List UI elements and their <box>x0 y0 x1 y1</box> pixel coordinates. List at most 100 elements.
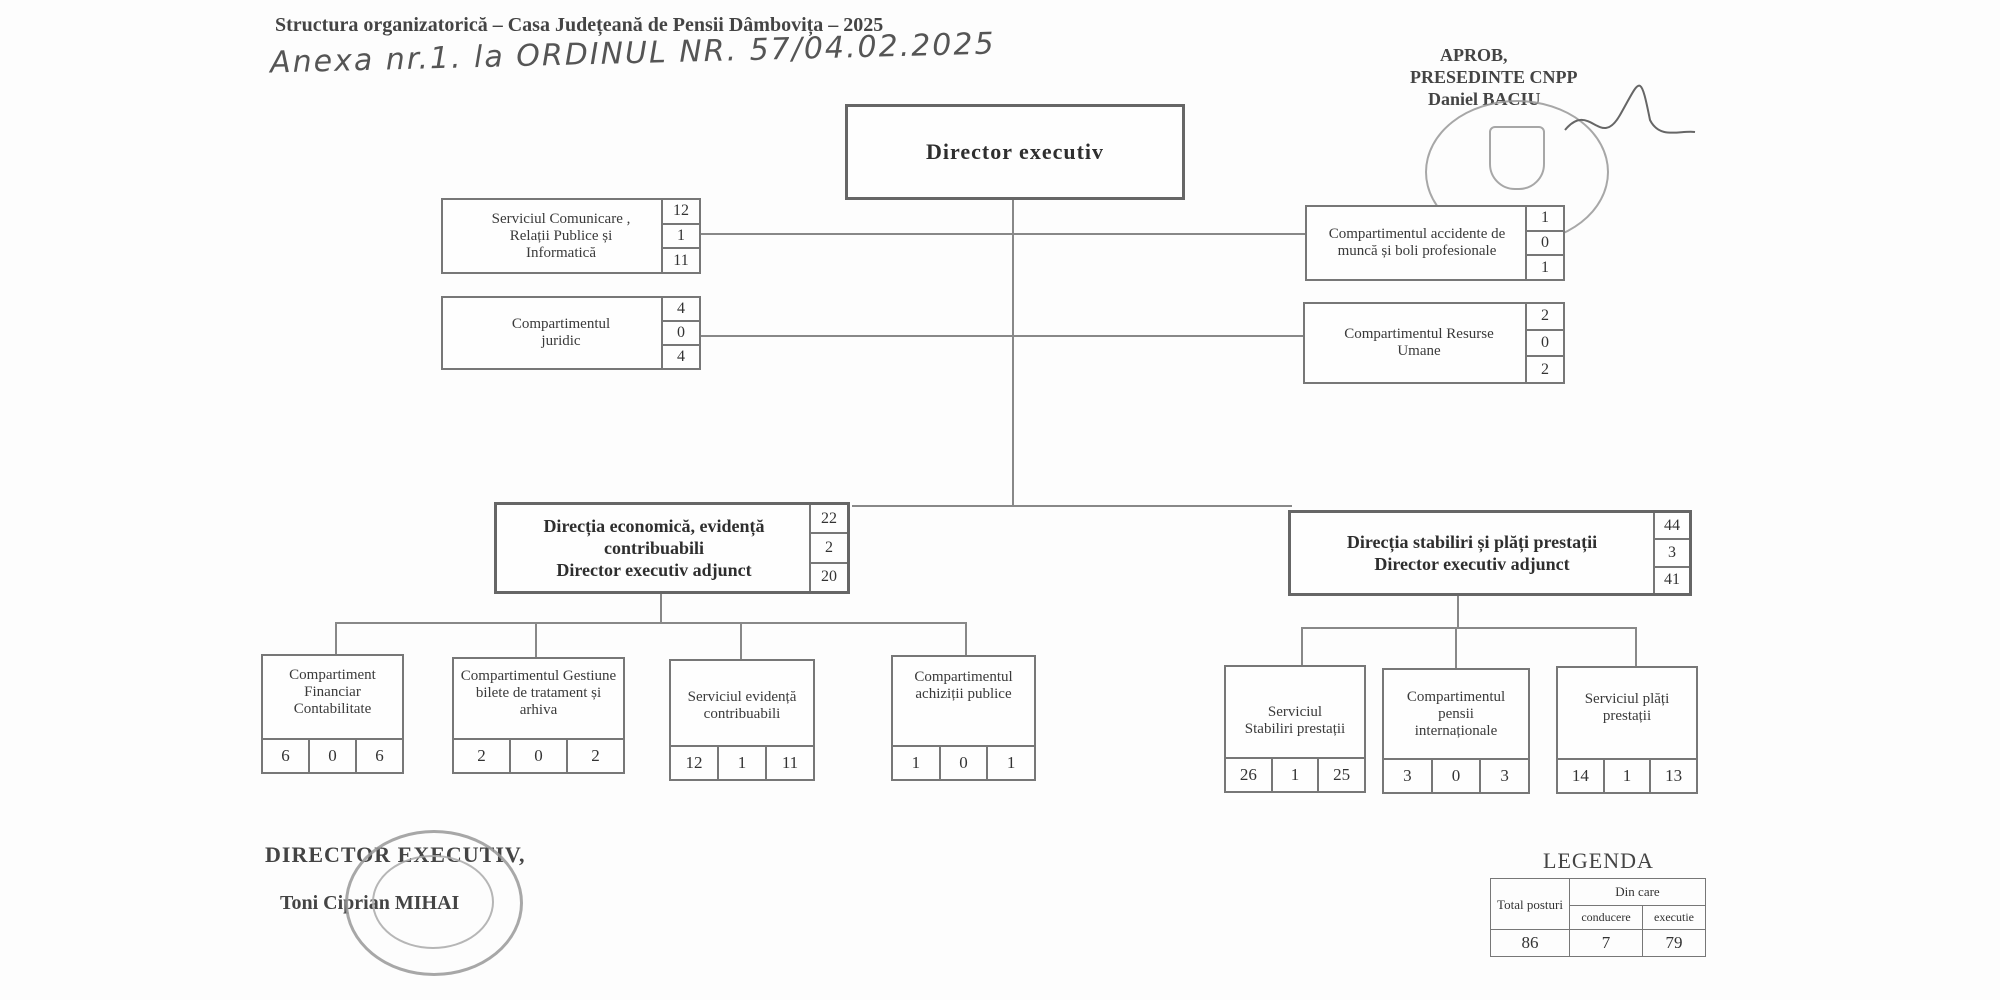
directia-economica-label: Direcția economică, evidență contribuabi… <box>505 505 803 591</box>
connector-econ-child-2 <box>535 622 537 657</box>
compartimentul-gestiune-box: Compartimentul Gestiune bilete de tratam… <box>452 657 625 774</box>
legend-of-which: Din care <box>1569 878 1706 906</box>
director-executiv-box: Director executiv <box>845 104 1185 200</box>
directia-economica-line1: Direcția economică, evidență <box>543 516 765 536</box>
compartimentul-pensii-counts: 3 0 3 <box>1384 758 1528 792</box>
count-lead: 3 <box>1655 540 1689 568</box>
compartimentul-accidente-label: Compartimentul accidente de muncă și bol… <box>1328 226 1506 259</box>
connector-stab-child-3 <box>1635 627 1637 666</box>
compartimentul-achizitii-box: Compartimentul achiziții publice 1 0 1 <box>891 655 1036 781</box>
count-lead: 1 <box>663 225 699 250</box>
signature-scribble <box>1564 84 1696 134</box>
count-exec: 1 <box>1006 753 1016 772</box>
serviciul-plati-box: Serviciul plăți prestații 14 1 13 <box>1556 666 1698 794</box>
compartiment-financiar-label: Compartiment Financiar Contabilitate <box>289 666 376 717</box>
serviciul-evidenta-counts: 12 1 11 <box>671 745 813 779</box>
cjp-dambovita-stamp <box>345 830 523 976</box>
count-exec: 3 <box>1500 766 1509 785</box>
count-lead: 0 <box>663 322 699 346</box>
count-total: 2 <box>1527 304 1563 331</box>
approval-line1: APROB, <box>1440 45 1508 65</box>
serviciul-evidenta-label: Serviciul evidență contribuabili <box>687 689 797 722</box>
count-lead: 0 <box>310 740 357 772</box>
count-lead: 1 <box>1605 760 1652 792</box>
count-total: 6 <box>263 740 310 772</box>
serviciul-comunicare-box: Serviciul Comunicare , Relații Publice ș… <box>441 198 701 274</box>
count-total: 4 <box>663 298 699 322</box>
connector-staff-top <box>700 233 1305 235</box>
count-total: 2 <box>454 740 511 772</box>
compartimentul-achizitii-label: Compartimentul achiziții publice <box>914 669 1013 702</box>
count-total: 1 <box>893 747 941 779</box>
serviciul-comunicare-counts: 12 1 11 <box>661 200 699 272</box>
count-total: 12 <box>671 747 719 779</box>
directia-economica-line2: contribuabili <box>603 538 705 558</box>
count-lead: 1 <box>719 747 767 779</box>
connector-econ-child-1 <box>335 622 337 654</box>
serviciul-plati-label: Serviciul plăți prestații <box>1584 691 1670 724</box>
compartimentul-juridic-box: Compartimentul juridic 4 0 4 <box>441 296 701 370</box>
directia-economica-counts: 22 2 20 <box>809 505 847 591</box>
connector-economica-down <box>660 594 662 624</box>
count-lead: 0 <box>511 740 568 772</box>
count-total: 22 <box>811 505 847 535</box>
compartimentul-accidente-counts: 1 0 1 <box>1525 207 1563 279</box>
count-exec: 1 <box>1541 258 1549 276</box>
compartimentul-gestiune-counts: 2 0 2 <box>454 738 623 772</box>
count-exec: 4 <box>677 348 685 365</box>
count-lead: 0 <box>941 747 989 779</box>
compartimentul-pensii-box: Compartimentul pensii internaționale 3 0… <box>1382 668 1530 794</box>
legend-exec-value: 79 <box>1642 929 1706 957</box>
compartiment-financiar-counts: 6 0 6 <box>263 738 402 772</box>
directia-stabiliri-line2: Director executiv adjunct <box>1374 554 1570 574</box>
count-exec: 20 <box>821 568 837 586</box>
connector-directions <box>852 505 1292 507</box>
count-lead: 0 <box>1433 760 1482 792</box>
compartimentul-resurse-umane-counts: 2 0 2 <box>1525 304 1563 382</box>
connector-stab-child-2 <box>1455 627 1457 668</box>
count-lead: 2 <box>811 534 847 564</box>
connector-economica-horizontal <box>335 622 967 624</box>
compartimentul-pensii-label: Compartimentul pensii internaționale <box>1406 688 1506 739</box>
connector-stabiliri-horizontal <box>1301 627 1637 629</box>
count-total: 14 <box>1558 760 1605 792</box>
count-exec: 13 <box>1665 766 1683 785</box>
serviciul-plati-counts: 14 1 13 <box>1558 758 1696 792</box>
count-total: 1 <box>1527 207 1563 232</box>
connector-econ-child-3 <box>740 622 742 659</box>
count-exec: 11 <box>781 753 799 772</box>
serviciul-stabiliri-box: Serviciul Stabiliri prestații 26 1 25 <box>1224 665 1366 793</box>
legend-title: LEGENDA <box>1543 848 1654 873</box>
approval-line2: PRESEDINTE CNPP <box>1410 67 1578 87</box>
legend-total-value: 86 <box>1490 929 1570 957</box>
serviciul-evidenta-box: Serviciul evidență contribuabili 12 1 11 <box>669 659 815 781</box>
legend-lead-label: conducere <box>1569 905 1643 930</box>
connector-econ-child-4 <box>965 622 967 655</box>
directia-economica-line3: Director executiv adjunct <box>556 560 752 580</box>
count-total: 26 <box>1226 759 1273 791</box>
connector-main-vertical <box>1012 200 1014 505</box>
page-title: Structura organizatorică – Casa Județean… <box>275 14 884 36</box>
count-lead: 1 <box>1273 759 1320 791</box>
count-lead: 0 <box>1527 232 1563 257</box>
count-exec: 25 <box>1333 765 1351 784</box>
directia-stabiliri-box: Direcția stabiliri și plăți prestații Di… <box>1288 510 1692 596</box>
directia-economica-box: Direcția economică, evidență contribuabi… <box>494 502 850 594</box>
connector-stabiliri-down <box>1457 596 1459 628</box>
count-total: 3 <box>1384 760 1433 792</box>
connector-staff-bottom <box>700 335 1305 337</box>
director-executiv-label: Director executiv <box>925 139 1105 164</box>
compartimentul-resurse-umane-box: Compartimentul Resurse Umane 2 0 2 <box>1303 302 1565 384</box>
count-lead: 0 <box>1527 331 1563 358</box>
count-exec: 2 <box>591 746 600 765</box>
compartimentul-gestiune-label: Compartimentul Gestiune bilete de tratam… <box>460 668 617 718</box>
directia-stabiliri-line1: Direcția stabiliri și plăți prestații <box>1346 532 1598 552</box>
count-total: 44 <box>1655 513 1689 541</box>
compartimentul-achizitii-counts: 1 0 1 <box>893 745 1034 779</box>
count-exec: 2 <box>1541 360 1549 378</box>
legend-exec-label: executie <box>1642 905 1706 930</box>
stamp-crest-icon <box>1489 126 1545 190</box>
connector-stab-child-1 <box>1301 627 1303 665</box>
directia-stabiliri-counts: 44 3 41 <box>1653 513 1689 593</box>
serviciul-stabiliri-counts: 26 1 25 <box>1226 757 1364 791</box>
